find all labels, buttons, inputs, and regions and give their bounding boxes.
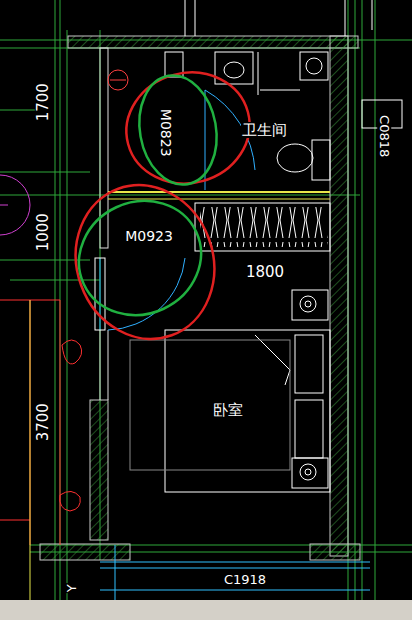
plan-label: 3700: [35, 402, 52, 442]
plan-label: 1000: [35, 212, 52, 252]
plan-label: C0818: [377, 114, 391, 158]
plan-label: 1700: [35, 82, 52, 122]
plan-label: M0923: [124, 229, 174, 244]
plan-label: 卫生间: [241, 122, 288, 139]
plan-label: M0823: [157, 108, 172, 158]
plan-label: 1800: [245, 264, 285, 281]
plan-label: 卧室: [212, 402, 244, 419]
plan-label: C1918: [223, 573, 267, 587]
plan-label: Y: [65, 583, 79, 593]
